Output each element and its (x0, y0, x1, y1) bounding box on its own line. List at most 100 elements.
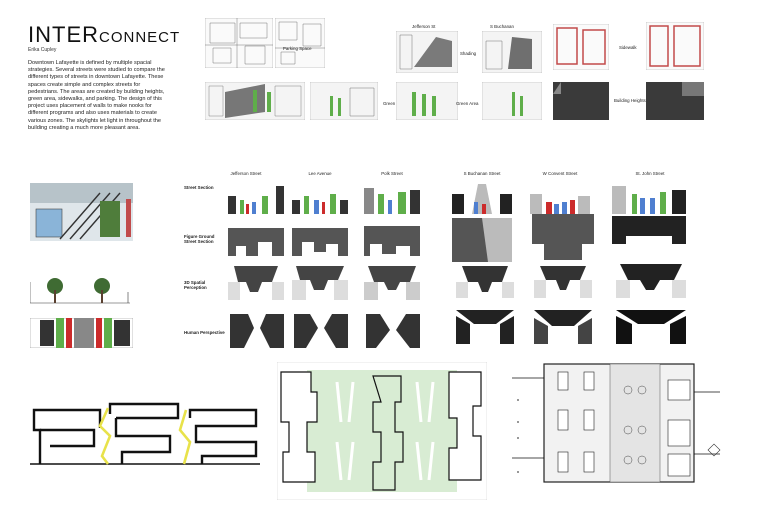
section-buchanan-image (452, 184, 512, 214)
title-part-2: CONNECT (99, 29, 181, 46)
project-description: Downtown Lafayette is defined by multipl… (28, 60, 165, 131)
figure-ground-2 (292, 228, 348, 256)
label-shading: Shading (460, 51, 477, 56)
spatial-3d-2 (292, 264, 348, 302)
building-section-image (30, 402, 260, 465)
building-heights-image-2 (646, 82, 704, 120)
figure-ground-5 (532, 214, 594, 260)
floor-plan-image (508, 360, 726, 490)
row-label-human-perspective: Human Perspective (184, 330, 225, 335)
figure-ground-2-image (292, 228, 348, 256)
human-perspective-3-image (366, 314, 420, 348)
spatial-3d-6-image (616, 264, 686, 298)
figure-ground-3-image (364, 226, 420, 256)
human-perspective-4-image (456, 310, 514, 344)
row-label-street-section: Street Section (184, 185, 214, 190)
row-label-3d-spatial: 3D Spatial Perception (184, 280, 207, 290)
tree-section-image (30, 278, 130, 304)
col-header-3: Polk Street (381, 171, 403, 176)
human-perspective-6 (616, 310, 686, 346)
green-area-image-4 (482, 82, 542, 120)
spatial-3d-6 (616, 262, 686, 302)
green-area-image-2 (310, 82, 378, 120)
label-sidewalk: Sidewalk (619, 45, 637, 50)
building-section-diagram (30, 400, 260, 470)
parking-plan-image (205, 18, 273, 68)
human-perspective-6-image (616, 310, 686, 344)
green-diagram-3 (396, 82, 458, 120)
spatial-3d-5 (534, 264, 592, 302)
label-building-heights: Building Heights (614, 98, 646, 103)
section-jefferson-image (228, 186, 284, 214)
shading-image-2 (482, 31, 542, 73)
heights-diagram-1 (553, 82, 609, 120)
section-lee (292, 182, 348, 214)
label-s-buchanan: S Buchanan (490, 24, 514, 29)
interior-render-image (30, 183, 133, 241)
poster-title: INTERCONNECT (28, 22, 180, 48)
section-lee-image (292, 194, 348, 214)
label-jefferson-st: Jefferson St (412, 24, 436, 29)
building-heights-image-1 (553, 82, 609, 120)
section-convent (530, 184, 590, 214)
human-perspective-5 (534, 310, 592, 346)
figure-ground-5-image (532, 214, 594, 260)
spatial-3d-4 (456, 264, 514, 302)
floor-plan (508, 360, 726, 490)
sidewalk-diagram-1 (553, 24, 609, 70)
green-diagram-4 (482, 82, 542, 120)
green-diagram-1 (205, 82, 305, 120)
section-convent-image (530, 194, 590, 214)
shading-diagram-1 (396, 31, 458, 73)
interior-render (30, 183, 133, 241)
label-green-area-2: Green Area (456, 101, 479, 106)
section-polk (364, 180, 420, 214)
figure-ground-4 (452, 218, 512, 262)
heights-diagram-2 (646, 82, 704, 120)
figure-ground-6 (612, 216, 686, 244)
label-green-area: Green Area (383, 101, 406, 106)
green-area-image (205, 82, 305, 120)
title-part-1: INTER (28, 22, 99, 47)
section-buchanan (452, 180, 512, 214)
human-perspective-5-image (534, 310, 592, 344)
tree-section (30, 272, 130, 312)
col-header-6: St. John Street (635, 171, 665, 176)
human-perspective-4 (456, 310, 514, 346)
spatial-3d-5-image (534, 266, 592, 298)
color-plan-image (30, 318, 133, 348)
green-area-image-3 (396, 82, 458, 120)
row-label-figure-ground: Figure Ground Street Section (184, 234, 215, 244)
figure-ground-4-image (452, 218, 512, 262)
col-header-2: Lee Avenue (308, 171, 332, 176)
section-polk-image (364, 188, 420, 214)
site-plan-green-image (277, 362, 487, 500)
author-name: Erika Cupley (28, 47, 57, 53)
site-plan-green (277, 362, 487, 500)
figure-ground-6-image (612, 216, 686, 244)
col-header-4: S Buchanan Street (463, 171, 501, 176)
parking-plan-image-2 (275, 18, 325, 68)
label-parking-space: Parking Space (283, 46, 312, 51)
sidewalk-image-1 (553, 24, 609, 70)
spatial-3d-3-image (364, 266, 420, 300)
spatial-3d-1 (228, 264, 284, 302)
spatial-3d-3 (364, 264, 420, 302)
human-perspective-2 (294, 314, 348, 348)
col-header-1: Jefferson Street (230, 171, 262, 176)
shading-image-1 (396, 31, 458, 73)
col-header-5: W Convent Street (542, 171, 578, 176)
sidewalk-diagram-2 (646, 22, 704, 70)
green-diagram-2 (310, 82, 378, 120)
spatial-3d-4-image (456, 266, 514, 298)
parking-diagram-1 (205, 18, 273, 68)
parking-diagram-2 (275, 18, 325, 68)
section-stjohn (612, 180, 686, 214)
figure-ground-1 (228, 228, 284, 256)
spatial-3d-2-image (292, 266, 348, 300)
human-perspective-3 (366, 314, 420, 348)
sidewalk-image-2 (646, 22, 704, 70)
spatial-3d-1-image (228, 266, 284, 300)
figure-ground-1-image (228, 228, 284, 256)
human-perspective-1 (230, 314, 284, 348)
